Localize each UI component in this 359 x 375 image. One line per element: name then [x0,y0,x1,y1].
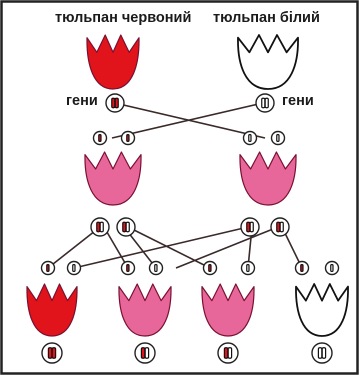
gamete-f1 [148,260,164,276]
allele-white [261,97,266,109]
genotype-f1-right-b [270,217,290,237]
allele-white [246,263,250,273]
label-genes-right: гени [282,93,314,109]
gamete-f1 [240,260,256,276]
allele-red [47,347,53,359]
gamete-f1 [324,260,340,276]
allele-red [208,263,212,273]
allele-white [99,221,104,233]
allele-white [317,347,323,359]
cross-line [175,226,279,269]
allele-white [154,263,158,273]
allele-red [140,347,146,359]
allele-red [51,347,57,359]
genotype-parent-white [255,93,275,113]
parent-red-tulip [86,34,140,90]
gamete-f1 [120,260,136,276]
cross-line [127,226,211,269]
allele-red [126,133,130,143]
genotype-f2-2 [134,342,156,364]
allele-red [300,263,304,273]
genotype-parent-red [105,93,125,113]
flowers-layer [26,34,349,337]
genotype-f1-right-a [240,217,260,237]
gamete-parent [242,130,258,146]
cross-line [111,102,264,139]
label-genes-left: гени [66,93,98,109]
genotype-f2-3 [217,342,239,364]
f1-left-tulip [84,151,142,206]
allele-red [111,97,116,109]
gamete-f1 [294,260,310,276]
gamete-f1 [202,260,218,276]
genotype-f1-left-a [90,217,110,237]
allele-red [276,221,281,233]
gamete-parent [120,130,136,146]
allele-red [122,221,127,233]
gamete-f1 [66,260,82,276]
gamete-parent [270,130,286,146]
allele-white [125,221,130,233]
allele-red [246,221,251,233]
allele-white [279,221,284,233]
allele-red [46,263,50,273]
f1-right-tulip [239,151,297,206]
f2-tulip-1 [26,283,78,337]
cross-line [103,226,129,269]
allele-white [227,347,233,359]
allele-red [114,97,119,109]
allele-red [98,133,102,143]
cross-line [47,226,101,269]
parent-white-tulip [237,34,299,90]
allele-white [249,221,254,233]
allele-red [96,221,101,233]
allele-white [264,97,269,109]
gamete-parent [92,130,108,146]
allele-white [72,263,76,273]
gamete-f1 [40,260,56,276]
allele-white [321,347,327,359]
cross-line [73,226,249,269]
allele-white [248,133,252,143]
allele-red [126,263,130,273]
label-red-tulip: тюльпан червоний [55,10,191,26]
genotype-f2-4 [311,342,333,364]
allele-white [330,263,334,273]
label-white-tulip: тюльпан білий [213,10,320,26]
genes-layer [40,93,340,364]
f2-tulip-3 [201,283,255,337]
allele-white [144,347,150,359]
genotype-f1-left-b [116,217,136,237]
f2-tulip-2 [118,283,172,337]
genotype-f2-1 [41,342,63,364]
allele-red [223,347,229,359]
allele-white [276,133,280,143]
f2-tulip-4 [295,283,349,337]
